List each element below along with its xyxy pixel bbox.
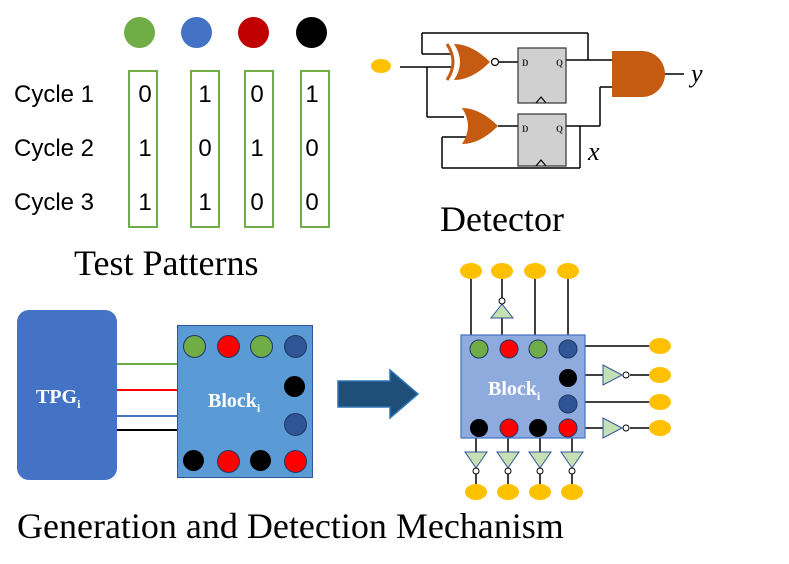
detection-block-diagram: Blocki	[460, 263, 671, 500]
block-right-subscript: i	[537, 389, 541, 403]
bottom-inverter-icon-4	[560, 451, 584, 475]
and-gate-icon	[612, 51, 665, 97]
block-left-pin-red-b2	[217, 450, 240, 473]
cycle-label-3: Cycle 3	[14, 189, 95, 216]
bit-c3-4: 0	[305, 189, 319, 216]
detect-top-pin-2	[491, 263, 513, 279]
detect-bottom-pin-3	[529, 484, 551, 500]
detect-right-pin-2	[649, 367, 671, 383]
bottom-inverter-icon-1	[464, 451, 488, 475]
flip-flop-2	[517, 113, 567, 167]
pattern-column-box-3	[244, 70, 274, 228]
detector-feedback-label: x	[587, 137, 600, 166]
detect-top-pin-1	[460, 263, 482, 279]
block-right-pin-black-b1	[470, 419, 488, 437]
detect-right-pin-4	[649, 420, 671, 436]
pattern-dot-blue	[181, 17, 212, 48]
test-patterns-title: Test Patterns	[74, 243, 259, 283]
block-right-pin-green	[469, 339, 489, 359]
ff2-q-label: Q	[556, 124, 563, 134]
detect-bottom-pin-4	[561, 484, 583, 500]
block-left-subscript: i	[256, 401, 261, 415]
pattern-dot-green	[124, 17, 155, 48]
block-left-pin-green	[183, 335, 206, 358]
detect-top-pin-3	[524, 263, 546, 279]
bit-c1-4: 1	[305, 81, 319, 108]
mechanism-title: Generation and Detection Mechanism	[17, 506, 564, 546]
tpg-wires	[117, 363, 178, 431]
block-left-pin-green-2	[250, 335, 273, 358]
block-right-pin-black-b3	[529, 419, 547, 437]
bit-c1-2: 1	[198, 81, 212, 108]
block-right-pin-blue	[558, 339, 578, 359]
tpg-subscript: i	[77, 397, 81, 411]
bit-c1-3: 0	[250, 81, 264, 108]
block-left-pin-blue	[284, 335, 307, 358]
pattern-column-box-2	[190, 70, 220, 228]
block-left-pin-red-b4	[284, 450, 307, 473]
pattern-column-box-1	[128, 70, 158, 228]
detect-right-pin-1	[649, 338, 671, 354]
detector-title: Detector	[440, 199, 564, 239]
detect-bottom-pin-1	[465, 484, 487, 500]
block-right-label: Blocki	[488, 378, 541, 403]
flip-flop-1	[517, 47, 567, 104]
cycle-label-1: Cycle 1	[14, 81, 95, 108]
pattern-dot-black	[296, 17, 327, 48]
bit-c3-3: 0	[250, 189, 264, 216]
transform-arrow-icon	[337, 368, 420, 420]
block-right-label-text: Block	[488, 378, 538, 400]
block-right-pin-blue-r	[558, 394, 578, 414]
block-left-pin-black-b3	[250, 450, 271, 471]
detect-bottom-pin-2	[497, 484, 519, 500]
block-left-pin-blue-right	[284, 413, 307, 436]
or-gate-icon	[462, 108, 498, 144]
block-right-pin-red-b4	[558, 418, 578, 438]
detector-output-label: y	[688, 59, 703, 88]
ff2-d-label: D	[522, 124, 529, 134]
tpg-block	[17, 310, 117, 480]
block-right-pin-red	[499, 339, 519, 359]
block-left-label-text: Block	[208, 390, 257, 412]
block-right-pin-red-b2	[499, 418, 519, 438]
bit-c2-3: 1	[250, 135, 264, 162]
block-right-pin-black-r	[559, 369, 577, 387]
right-inverter-icon-2	[602, 417, 630, 439]
bit-c3-2: 1	[198, 189, 212, 216]
pattern-dot-red	[238, 17, 269, 48]
detector-circuit: D Q D Q y x	[371, 32, 703, 169]
bottom-inverter-icon-3	[528, 451, 552, 475]
pattern-column-box-4	[300, 70, 330, 228]
block-left-pin-red	[217, 335, 240, 358]
bit-c2-2: 0	[198, 135, 212, 162]
block-left-label: Blocki	[208, 390, 260, 416]
block-left-pin-black-b1	[183, 450, 204, 471]
ff1-d-label: D	[522, 58, 529, 68]
bit-c3-1: 1	[138, 189, 152, 216]
detector-input-pin	[371, 59, 391, 73]
bottom-inverter-icon-2	[496, 451, 520, 475]
detect-right-pin-3	[649, 394, 671, 410]
top-inverter-icon	[489, 297, 515, 319]
cycle-label-2: Cycle 2	[14, 135, 95, 162]
block-left-pin-black-right	[284, 376, 305, 397]
ff1-q-label: Q	[556, 58, 563, 68]
bit-c2-1: 1	[138, 135, 152, 162]
right-inverter-icon-1	[602, 364, 630, 386]
bit-c1-1: 0	[138, 81, 152, 108]
tpg-label: TPGi	[36, 386, 80, 412]
detect-top-pin-4	[557, 263, 579, 279]
bit-c2-4: 0	[305, 135, 319, 162]
xnor-gate-icon	[454, 44, 490, 80]
block-right-pin-green-2	[528, 339, 548, 359]
tpg-label-text: TPG	[36, 386, 78, 408]
